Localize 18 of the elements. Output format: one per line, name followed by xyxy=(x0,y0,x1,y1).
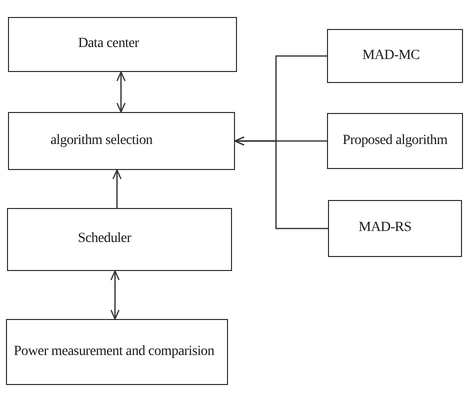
process-box xyxy=(7,208,232,271)
process-box xyxy=(8,17,237,72)
process-box xyxy=(6,319,228,385)
arrow xyxy=(110,270,120,320)
node-label: MAD-RS xyxy=(358,220,412,237)
node-label: Scheduler xyxy=(78,231,132,248)
node-label: Data center xyxy=(78,36,139,53)
process-box xyxy=(328,200,462,257)
node-label: MAD-MC xyxy=(362,48,420,64)
arrow xyxy=(116,71,126,113)
process-box xyxy=(8,112,235,170)
arrow xyxy=(234,136,328,230)
arrow xyxy=(112,169,122,208)
process-box xyxy=(327,29,463,83)
node-label: Proposed algorithm xyxy=(342,132,448,150)
node-label: Power measurement and comparision xyxy=(14,344,214,360)
process-box xyxy=(327,113,463,169)
node-label: algorithm selection xyxy=(50,132,152,150)
